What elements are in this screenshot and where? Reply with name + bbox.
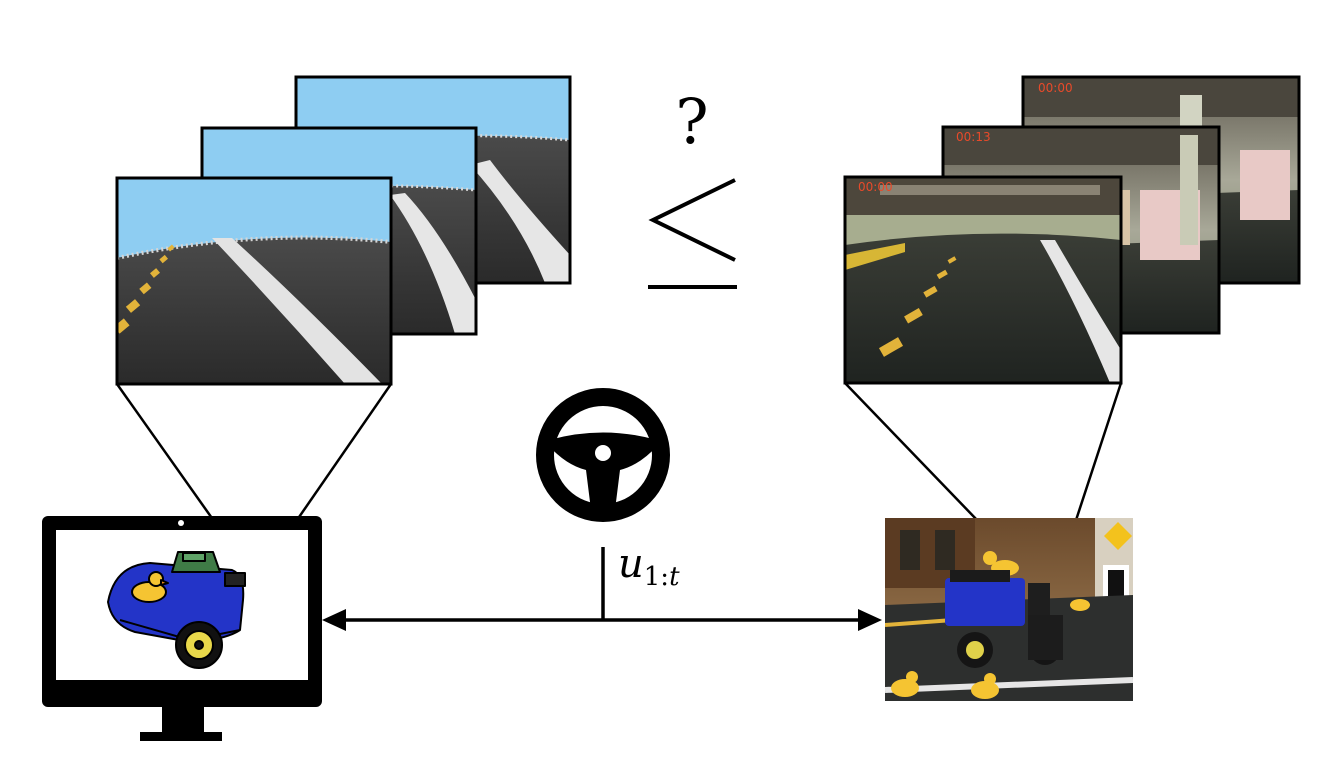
sim-frame-front: [117, 178, 391, 384]
real-robot-photo: [885, 518, 1133, 701]
question-mark: ?: [675, 85, 708, 158]
real-frame-back-timestamp: 00:00: [1038, 81, 1073, 95]
real-frame-front-border: [843, 175, 1123, 385]
real-frame-front-timestamp: 00:00: [858, 180, 893, 194]
duckiebot-cartoon: [107, 551, 246, 669]
real-frame-front: [845, 177, 1121, 383]
bidirectional-arrow: [322, 609, 882, 631]
control-label: u1:t: [618, 541, 680, 592]
real-frame-middle-timestamp: 00:13: [956, 130, 991, 144]
steering-wheel-icon: [536, 388, 670, 522]
less-equal-symbol: [648, 178, 737, 289]
sim-frame-front-border: [115, 176, 393, 386]
